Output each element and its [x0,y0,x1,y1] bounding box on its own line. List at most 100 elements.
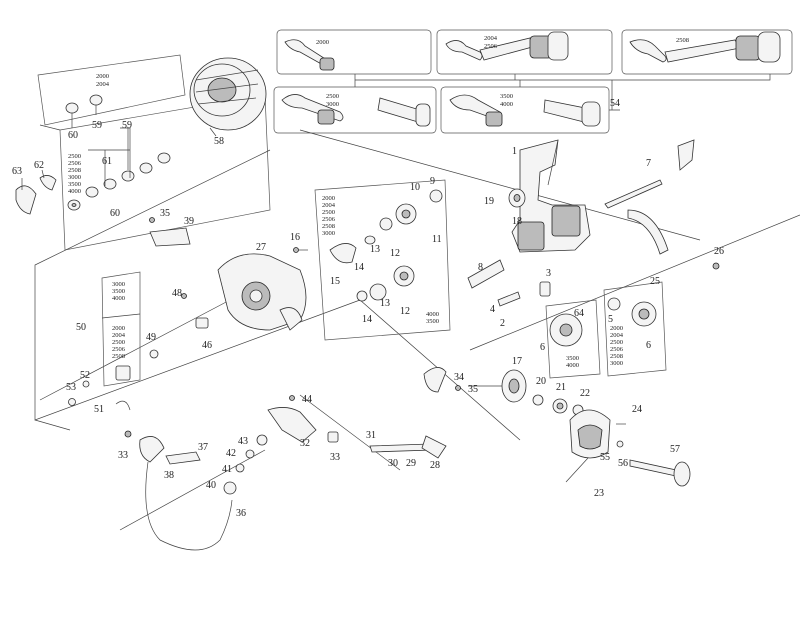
size-rotor-c: 3500 [426,318,439,325]
size-bail-top-1: 3500 [112,288,125,295]
callout-26: 26 [714,246,724,257]
size-handle-2004-a: 2004 [484,35,498,42]
size-gear6-1: 2004 [610,332,624,339]
size-bail-top-2: 4000 [112,295,125,302]
size-handle-2000: 2000 [316,39,329,46]
callout-20: 20 [536,376,546,387]
handle-box-2508 [621,29,793,75]
handle-2004-icon [445,31,569,61]
washer-icon [532,394,544,406]
handle-cap-icon [673,461,691,487]
callout-42: 42 [226,448,236,459]
rotor-icon [217,253,307,331]
callout-49: 49 [146,332,156,343]
callout-58: 58 [214,136,224,147]
callout-3: 3 [546,268,551,279]
size-bail-bot-2: 2500 [112,339,125,346]
callout-35: 35 [468,384,478,395]
bail-holder-icon [139,436,165,463]
callout-33: 33 [118,450,128,461]
washer-icon [89,94,103,106]
size-gear64-b: 4000 [566,362,579,369]
callout-50: 50 [76,322,86,333]
drive-gear-64-icon [545,299,601,379]
handle-box-2004 [436,29,613,75]
callout-10: 10 [410,182,420,193]
callout-39: 39 [184,216,194,227]
callout-64: 64 [574,308,584,319]
callout-12: 12 [390,248,400,259]
handle-shaft-icon [629,459,677,477]
main-gear-icon [468,369,527,403]
callout-51: 51 [94,404,104,415]
callout-25: 25 [650,276,660,287]
screw-icon [293,247,299,253]
callout-6b: 6 [646,340,651,351]
roller-arm-icon [267,407,317,443]
handle-group [273,29,793,134]
pinion-gear-icon [467,259,505,289]
callout-21: 21 [556,382,566,393]
handle-3500-icon [449,94,601,127]
callouts: 1 2 3 4 5 6 6 7 8 9 10 11 12 12 13 13 14… [12,98,724,519]
size-rotor-5: 3000 [322,230,335,237]
callout-44: 44 [302,394,312,405]
size-bail-bot-4: 2508 [112,353,125,360]
callout-29: 29 [406,458,416,469]
screw-icon [712,262,720,270]
size-handle-2500-b: 3000 [326,101,339,108]
callout-1: 1 [512,146,517,157]
callout-5: 5 [608,314,613,325]
spool-icon [189,57,267,131]
callout-13: 13 [370,244,380,255]
washer-box-small [37,54,186,126]
size-bail-top-0: 3000 [112,281,125,288]
callout-18: 18 [512,216,522,227]
screw-icon [455,385,461,391]
callout-27: 27 [256,242,266,253]
callout-31: 31 [366,430,376,441]
reel-body-icon [511,139,591,253]
callout-62: 62 [34,160,44,171]
size-gear6-0: 2000 [610,325,623,332]
screw-icon [181,293,187,299]
size-gear6-2: 2500 [610,339,623,346]
callout-43: 43 [238,436,248,447]
callout-63: 63 [12,166,22,177]
size-washer-large-3: 3000 [68,174,81,181]
callout-2: 2 [500,318,505,329]
size-gear6-5: 3000 [610,360,623,367]
callout-19: 19 [484,196,494,207]
callout-33b: 33 [330,452,340,463]
bolt-icon [327,431,339,443]
bail-spring-icon [165,451,201,465]
size-handle-2004-b: 2506 [484,43,498,50]
size-rotor-0: 2000 [322,195,335,202]
washer-icon [65,102,79,114]
callout-24: 24 [632,404,642,415]
clip-icon [39,175,57,191]
handle-2508-icon [629,31,781,63]
bail-kit-group [101,271,141,387]
washer-icon [149,349,159,359]
callout-57: 57 [670,444,680,455]
pin-icon [497,291,521,307]
callout-12b: 12 [400,306,410,317]
callout-41: 41 [222,464,232,475]
callout-15: 15 [330,276,340,287]
callout-52: 52 [80,370,90,381]
size-handle-3500-a: 3500 [500,93,513,100]
callout-40: 40 [206,480,216,491]
washer-icon [256,434,268,446]
bail-wire-icon [145,461,233,551]
handle-box-2000 [276,29,432,75]
size-gear6-4: 2508 [610,353,623,360]
size-bail-bot-0: 2000 [112,325,125,332]
callout-11: 11 [432,234,442,245]
spring-icon [115,400,131,411]
callout-56: 56 [618,458,628,469]
screw-icon [565,457,589,483]
size-washer-small-a: 2000 [96,73,109,80]
size-rotor-b: 4000 [426,311,439,318]
